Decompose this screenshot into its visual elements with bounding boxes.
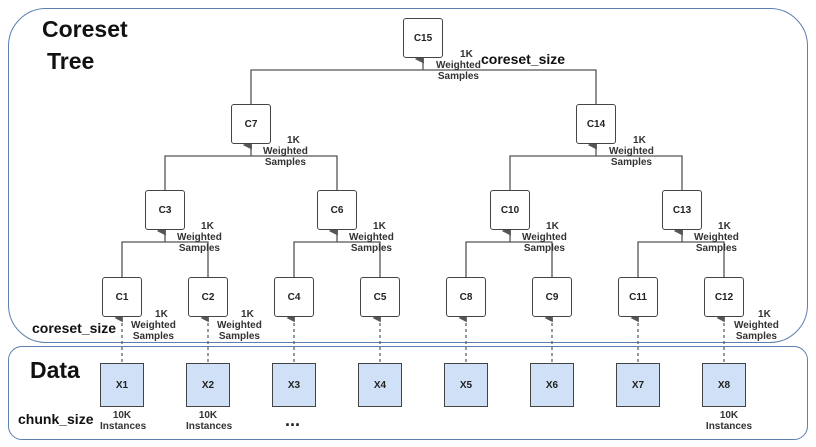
node-c5: C5 — [360, 277, 400, 317]
coreset-tree-title-line1: Coreset — [42, 16, 128, 42]
node-c4: C4 — [274, 277, 314, 317]
data-chunk-x1: X1 — [100, 363, 144, 407]
node-c6: C6 — [317, 190, 357, 230]
data-chunk-x4: X4 — [358, 363, 402, 407]
coreset-tree-title-line2: Tree — [47, 48, 95, 74]
coreset-size-label-top: coreset_size — [481, 51, 566, 67]
data-chunk-x8: X8 — [702, 363, 746, 407]
edge-bracket-c7 — [164, 155, 338, 190]
data-chunk-x6: X6 — [530, 363, 574, 407]
node-c12: C12 — [704, 277, 744, 317]
data-region — [8, 346, 808, 440]
node-c10: C10 — [490, 190, 530, 230]
node-c9: C9 — [532, 277, 572, 317]
data-chunk-x3: X3 — [272, 363, 316, 407]
data-chunk-x2: X2 — [186, 363, 230, 407]
chunk-size-label: chunk_size — [18, 411, 94, 427]
node-c11: C11 — [618, 277, 658, 317]
node-c8: C8 — [446, 277, 486, 317]
edge-bracket-c14 — [509, 155, 683, 190]
coreset-size-label-side: coreset_size — [32, 320, 117, 336]
edge-bracket-c15 — [250, 69, 597, 104]
data-chunk-x5: X5 — [444, 363, 488, 407]
data-arrows — [114, 313, 725, 362]
data-chunk-x7: X7 — [616, 363, 660, 407]
node-c13: C13 — [662, 190, 702, 230]
node-c7: C7 — [231, 104, 271, 144]
data-title: Data — [30, 357, 80, 383]
node-c14: C14 — [576, 104, 616, 144]
ellipsis: ... — [285, 410, 301, 430]
coreset-tree-region — [8, 8, 808, 343]
node-c2: C2 — [188, 277, 228, 317]
node-c15: C15 — [403, 18, 443, 58]
edge-bracket-c10 — [465, 241, 553, 277]
node-c3: C3 — [145, 190, 185, 230]
tree-edges — [121, 54, 725, 277]
node-c1: C1 — [102, 277, 142, 317]
edge-bracket-c13 — [637, 241, 725, 277]
